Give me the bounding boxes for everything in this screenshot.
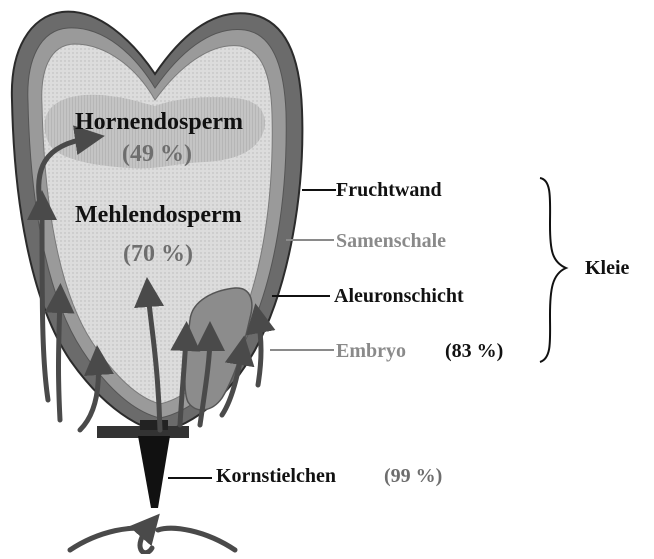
label-mehlendosperm: Mehlendosperm	[75, 203, 242, 227]
label-hornendosperm-pct: (49 %)	[122, 142, 192, 166]
label-embryo: Embryo	[336, 341, 406, 361]
kleie-brace	[540, 178, 566, 362]
label-kornstielchen-pct: (99 %)	[384, 466, 442, 486]
label-kleie: Kleie	[585, 258, 629, 278]
label-embryo-pct: (83 %)	[445, 341, 503, 361]
label-kornstielchen: Kornstielchen	[216, 466, 336, 486]
label-mehlendosperm-pct: (70 %)	[123, 242, 193, 266]
label-fruchtwand: Fruchtwand	[336, 180, 442, 200]
label-aleuronschicht: Aleuronschicht	[334, 286, 464, 306]
grain-stalk	[138, 436, 170, 508]
label-hornendosperm: Hornendosperm	[75, 110, 243, 134]
label-samenschale: Samenschale	[336, 231, 446, 251]
